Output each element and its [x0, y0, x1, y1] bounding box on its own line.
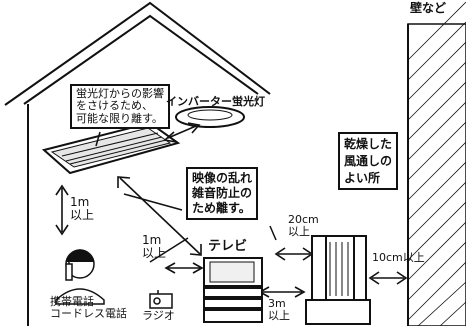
- radio-icon: [149, 290, 173, 309]
- distance-wall-gap: 10cm以上: [372, 251, 425, 264]
- label-phone: 携帯電話 コードレス電話: [50, 295, 127, 320]
- distance-light-phone: 1m 以上: [70, 195, 95, 223]
- label-tv: テレビ: [208, 239, 248, 254]
- wall-label: 壁など: [410, 1, 447, 15]
- inverter-light-icon: [175, 106, 245, 128]
- callout-fluorescent-note: 蛍光灯からの影響 をさけるため、 可能な限り離す。: [70, 84, 170, 129]
- label-radio: ラジオ: [142, 309, 175, 322]
- house-outline: [4, 1, 271, 326]
- wall-hatched: [407, 1, 466, 326]
- callout-dry-place: 乾燥した 風通しの よい所: [338, 132, 399, 191]
- distance-tv-radio: 1m 以上: [142, 233, 167, 261]
- distance-side-gap: 20cm 以上: [288, 213, 319, 239]
- fluorescent-light-icon: [41, 121, 181, 175]
- distance-tv-3m: 3m 以上: [268, 297, 290, 323]
- callout-pointers: [95, 131, 277, 263]
- callout-inverter-light: インバーター蛍光灯: [166, 95, 265, 108]
- distance-arrows: [55, 122, 408, 298]
- callout-noise-note: 映像の乱れ 雑音防止の ため離す。: [186, 167, 259, 220]
- phone-user-icon: [55, 249, 105, 305]
- stereo-tower-icon: [305, 235, 371, 325]
- tv-icon: [203, 257, 263, 323]
